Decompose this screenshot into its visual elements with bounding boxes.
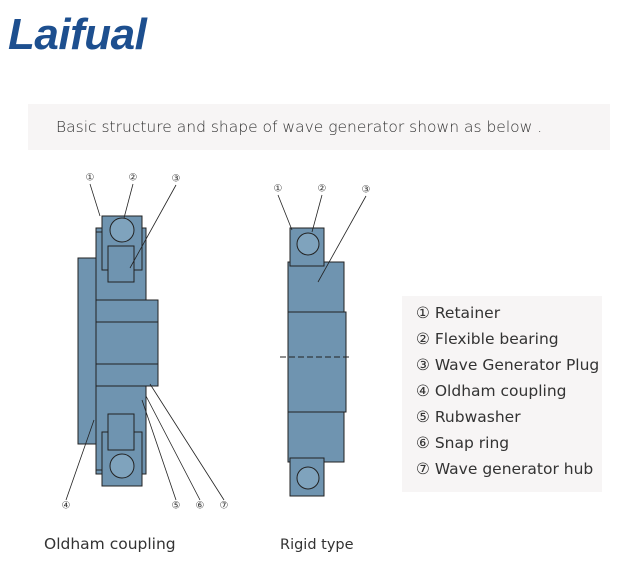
rigid-type-label: Rigid type (280, 537, 354, 553)
legend-text: Wave Generator Plug (434, 356, 600, 374)
legend-text: Wave generator hub (434, 460, 594, 478)
legend-number: ① (416, 304, 430, 322)
legend-text: Snap ring (434, 434, 510, 452)
brand-logo: Laifual (8, 10, 147, 60)
oldham-callout-6: ⑥ (196, 501, 205, 512)
legend-item: ③ Wave Generator Plug (416, 356, 599, 374)
caption-bar (28, 104, 610, 150)
rigid-type-diagram (277, 194, 367, 497)
legend-item: ② Flexible bearing (416, 330, 559, 348)
oldham-callout-2: ② (129, 173, 138, 184)
oldham-callout-3: ③ (172, 174, 181, 185)
legend-item: ⑥ Snap ring (416, 434, 509, 452)
legend-number: ② (416, 330, 430, 348)
legend-item: ④ Oldham coupling (416, 382, 566, 400)
rigid-ball-top (296, 232, 320, 256)
oldham-hub (95, 299, 159, 387)
rigid-ball-bottom (296, 466, 320, 490)
rigid-hub (287, 311, 347, 413)
oldham-callout-7: ⑦ (220, 501, 229, 512)
oldham-callout-4: ④ (62, 501, 71, 512)
caption-text: Basic structure and shape of wave genera… (56, 118, 543, 136)
legend-number: ⑥ (416, 434, 430, 452)
legend-number: ⑦ (416, 460, 430, 478)
legend-text: Rubwasher (434, 408, 521, 426)
parts-legend: ① Retainer ② Flexible bearing ③ Wave Gen… (402, 296, 602, 492)
legend-text: Oldham coupling (434, 382, 567, 400)
rigid-callout-3: ③ (362, 185, 371, 196)
rigid-callout-1: ① (274, 184, 283, 195)
oldham-left-flange (77, 257, 97, 445)
legend-text: Flexible bearing (434, 330, 559, 348)
legend-number: ④ (416, 382, 430, 400)
oldham-coupling-label: Oldham coupling (44, 535, 176, 553)
legend-number: ⑤ (416, 408, 430, 426)
oldham-coupling-diagram (65, 183, 225, 501)
oldham-ball-top (109, 217, 135, 243)
logo-text: Laifual (8, 10, 147, 59)
oldham-ball-bottom (109, 453, 135, 479)
legend-number: ③ (416, 356, 430, 374)
oldham-callout-1: ① (86, 173, 95, 184)
legend-item: ⑦ Wave generator hub (416, 460, 593, 478)
oldham-callout-5: ⑤ (172, 501, 181, 512)
legend-item: ⑤ Rubwasher (416, 408, 521, 426)
rigid-callout-2: ② (318, 184, 327, 195)
oldham-inner-ring-bottom (107, 413, 135, 451)
legend-text: Retainer (434, 304, 501, 322)
legend-item: ① Retainer (416, 304, 500, 322)
oldham-inner-ring-top (107, 245, 135, 283)
